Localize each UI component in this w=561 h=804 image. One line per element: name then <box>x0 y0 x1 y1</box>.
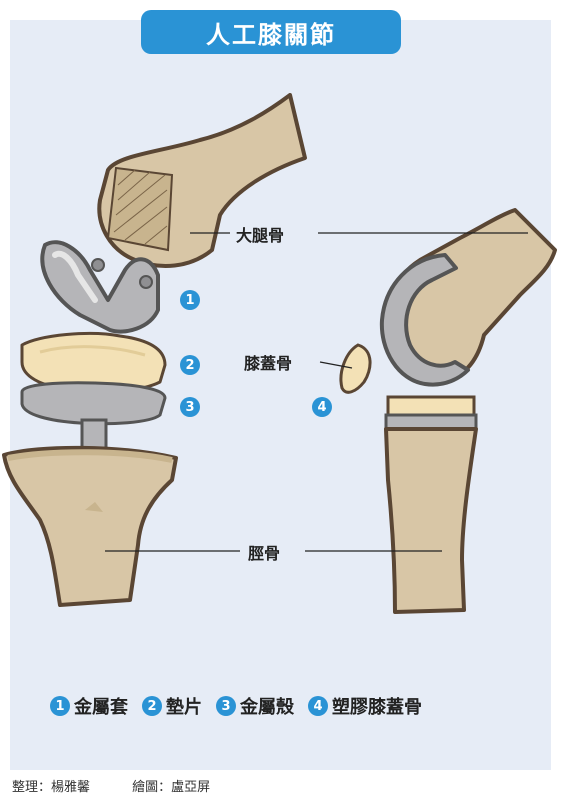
marker-4: 4 <box>312 397 332 417</box>
femur-cut-hatch <box>106 166 174 252</box>
legend-label: 墊片 <box>166 697 202 718</box>
marker-3: 3 <box>180 397 200 417</box>
label-tibia: 脛骨 <box>242 540 287 564</box>
legend-label: 塑膠膝蓋骨 <box>332 697 422 718</box>
page-title: 人工膝關節 <box>141 10 401 54</box>
legend-number: 1 <box>50 696 70 716</box>
marker-2: 2 <box>180 355 200 375</box>
legend-number: 4 <box>308 696 328 716</box>
marker-1: 1 <box>180 290 200 310</box>
credits: 整理：楊雅馨 繪圖：盧亞屏 <box>12 776 248 795</box>
legend-item: 2 墊片 <box>142 693 202 719</box>
hatch-lines <box>113 169 168 245</box>
tibia-bone-right <box>384 395 478 614</box>
credit-illustrator: 繪圖：盧亞屏 <box>132 780 211 795</box>
legend-item: 3 金屬殼 <box>216 693 294 719</box>
label-femur: 大腿骨 <box>230 222 291 246</box>
legend-item: 4 塑膠膝蓋骨 <box>308 693 422 719</box>
plastic-patella <box>339 343 372 394</box>
label-patella: 膝蓋骨 <box>238 350 299 374</box>
leader-lines <box>105 232 528 552</box>
legend-label: 金屬套 <box>74 697 128 718</box>
metal-femoral-component <box>40 240 160 334</box>
legend: 1 金屬套 2 墊片 3 金屬殼 4 塑膠膝蓋骨 <box>50 693 436 719</box>
legend-number: 2 <box>142 696 162 716</box>
femoral-implant-right <box>379 253 470 387</box>
legend-label: 金屬殼 <box>240 697 294 718</box>
credit-editor: 整理：楊雅馨 <box>12 780 91 795</box>
legend-number: 3 <box>216 696 236 716</box>
tibia-bone-left <box>2 445 178 607</box>
legend-item: 1 金屬套 <box>50 693 128 719</box>
